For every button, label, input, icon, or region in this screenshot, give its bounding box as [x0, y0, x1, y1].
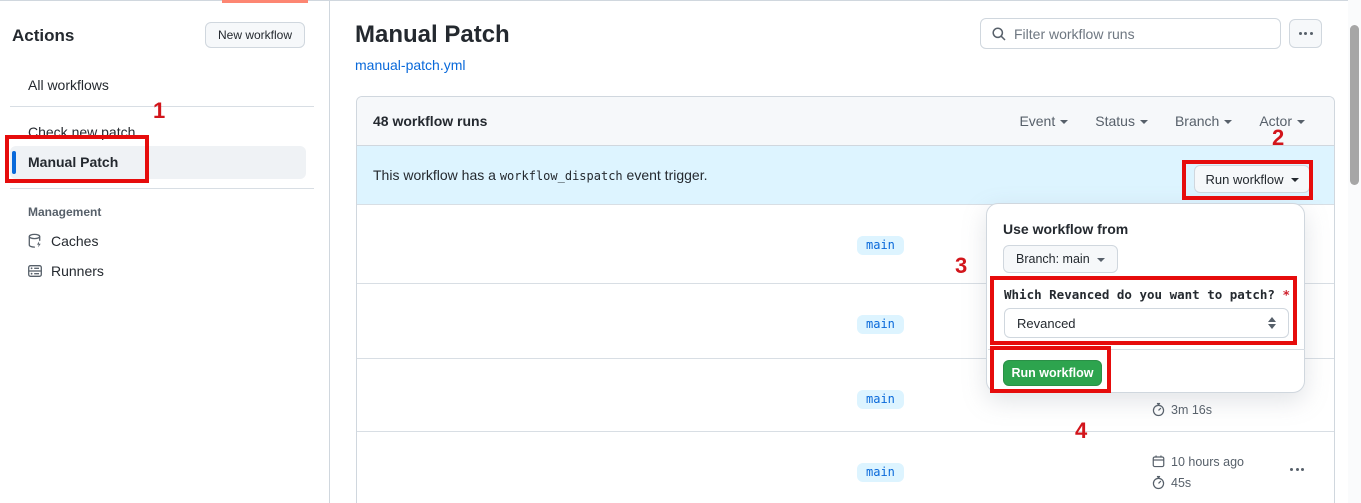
- run-started-time: 10 hours ago: [1151, 454, 1244, 469]
- sidebar-item-label: Manual Patch: [28, 154, 119, 170]
- sidebar-item-label: Runners: [51, 263, 104, 279]
- run-workflow-dropdown-button[interactable]: Run workflow: [1194, 165, 1310, 193]
- actions-sidebar: Actions New workflow All workflows Check…: [0, 0, 330, 503]
- sidebar-item-runners[interactable]: Runners: [27, 263, 104, 279]
- page-title: Manual Patch: [355, 21, 510, 48]
- sidebar-item-all-workflows[interactable]: All workflows: [28, 77, 109, 93]
- calendar-icon: [1152, 455, 1165, 468]
- workflow-runs-card: 48 workflow runs Event Status Branch Act…: [356, 96, 1335, 503]
- workflow-dispatch-banner: This workflow has a workflow_dispatch ev…: [357, 146, 1334, 205]
- filter-status[interactable]: Status: [1095, 113, 1148, 129]
- management-section-label: Management: [28, 205, 102, 219]
- page-more-options-button[interactable]: [1289, 19, 1322, 48]
- filter-runs-search[interactable]: [980, 18, 1281, 49]
- select-updown-icon: [1268, 317, 1276, 329]
- ellipsis-icon: [1290, 467, 1293, 471]
- selected-indicator-bar: [12, 151, 16, 174]
- stopwatch-icon: [1152, 475, 1165, 490]
- banner-text: This workflow has a workflow_dispatch ev…: [373, 167, 708, 183]
- branch-badge[interactable]: main: [857, 463, 904, 482]
- scrollbar-thumb[interactable]: [1350, 25, 1359, 185]
- revanced-select[interactable]: Revanced: [1004, 308, 1289, 338]
- workflow-run-row[interactable]: main 10 hours ago: [357, 432, 1334, 503]
- branch-badge[interactable]: main: [857, 390, 904, 409]
- select-value: Revanced: [1017, 315, 1076, 331]
- workflow-run-row[interactable]: main: [357, 205, 1334, 284]
- ellipsis-icon: [1298, 32, 1302, 35]
- required-asterisk: *: [1282, 287, 1290, 302]
- workflow-input-label: Which Revanced do you want to patch? *: [1004, 287, 1290, 302]
- chevron-down-icon: [1060, 120, 1069, 124]
- filter-actor[interactable]: Actor: [1259, 113, 1305, 129]
- chevron-down-icon: [1297, 120, 1305, 124]
- search-icon: [992, 26, 1006, 41]
- run-filters: Event Status Branch Actor: [1019, 113, 1305, 129]
- new-workflow-button[interactable]: New workflow: [205, 22, 305, 48]
- sidebar-item-caches[interactable]: Caches: [27, 233, 98, 249]
- run-duration: 3m 16s: [1151, 402, 1212, 417]
- page-scrollbar[interactable]: [1348, 0, 1361, 503]
- filter-event[interactable]: Event: [1019, 113, 1069, 129]
- chevron-down-icon: [1096, 258, 1105, 262]
- sidebar-item-check-new-patch[interactable]: Check new patch: [28, 124, 136, 140]
- cache-database-icon: [28, 233, 41, 248]
- sidebar-divider: [10, 106, 314, 107]
- runs-list-header: 48 workflow runs Event Status Branch Act…: [357, 97, 1334, 146]
- panel-footer-divider: [988, 349, 1305, 350]
- sidebar-item-label: Caches: [51, 233, 99, 249]
- branch-badge[interactable]: main: [857, 315, 904, 334]
- sidebar-divider: [10, 188, 314, 189]
- workflow-run-row[interactable]: main 3m 16s: [357, 359, 1334, 432]
- chevron-down-icon: [1290, 178, 1299, 182]
- tab-loading-indicator: [222, 0, 308, 3]
- run-workflow-submit-button[interactable]: Run workflow: [1003, 360, 1102, 386]
- branch-badge[interactable]: main: [857, 236, 904, 255]
- runner-server-icon: [28, 265, 42, 277]
- sidebar-item-manual-patch[interactable]: Manual Patch: [10, 146, 306, 179]
- run-duration: 45s: [1151, 475, 1191, 490]
- page-top-border: [0, 0, 1361, 1]
- chevron-down-icon: [1139, 120, 1148, 124]
- search-input[interactable]: [1014, 25, 1270, 42]
- stopwatch-icon: [1152, 402, 1165, 417]
- filter-branch[interactable]: Branch: [1175, 113, 1233, 129]
- workflow-file-link[interactable]: manual-patch.yml: [355, 57, 466, 73]
- runs-count: 48 workflow runs: [373, 113, 488, 129]
- chevron-down-icon: [1224, 120, 1233, 124]
- event-trigger-code: workflow_dispatch: [499, 169, 623, 183]
- run-options-button[interactable]: [1284, 460, 1310, 478]
- branch-selector-button[interactable]: Branch: main: [1003, 245, 1118, 273]
- run-workflow-panel: Use workflow from Branch: main Which Rev…: [986, 203, 1305, 393]
- sidebar-title: Actions: [12, 26, 75, 45]
- workflow-run-row[interactable]: main: [357, 284, 1334, 359]
- use-workflow-from-label: Use workflow from: [1003, 221, 1129, 237]
